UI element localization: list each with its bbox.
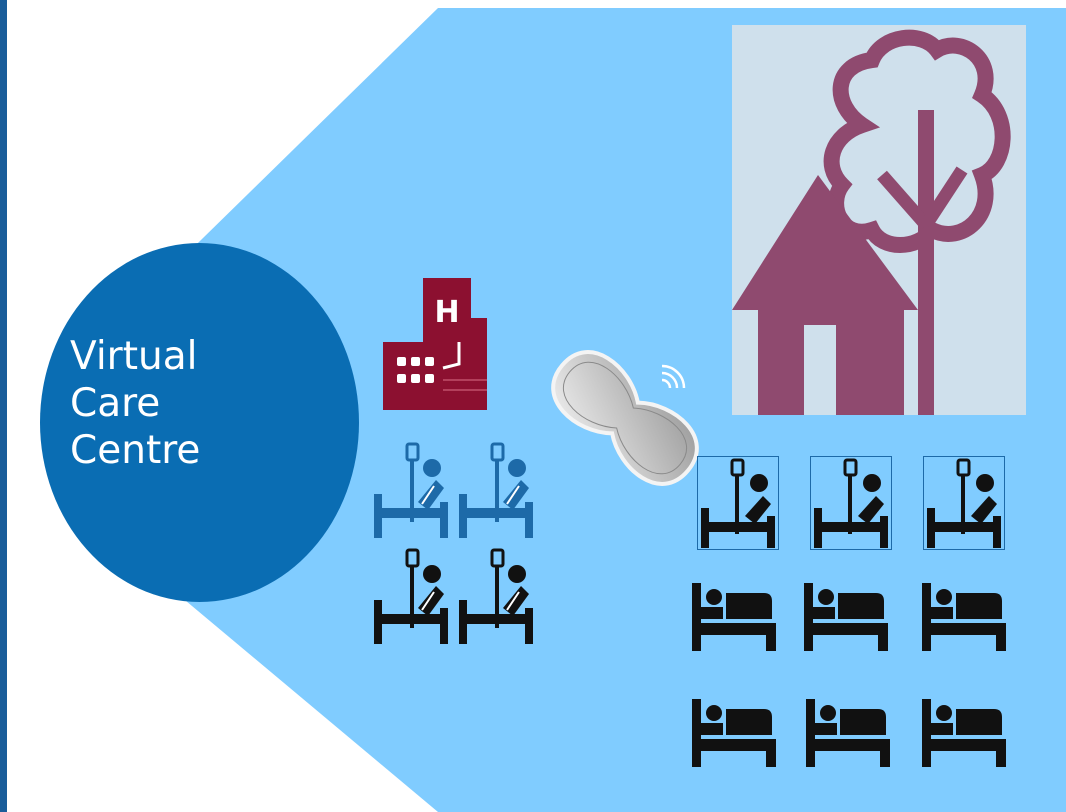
label-line-2: Care [70, 381, 161, 426]
hospital-bed-iv-black-2 [459, 548, 533, 644]
hospital-building-icon: H [383, 278, 487, 410]
home-bed-iv-2 [810, 456, 892, 550]
home-bed-plain-5 [806, 699, 890, 767]
left-accent-bar [0, 0, 7, 812]
home-bed-plain-2 [804, 583, 888, 651]
hospital-bed-iv-blue-2 [459, 442, 533, 538]
label-line-3: Centre [70, 428, 201, 473]
hospital-sign: H [434, 295, 459, 330]
virtual-care-centre-circle [40, 243, 359, 602]
label-line-1: Virtual [70, 334, 198, 379]
wearable-sensor-icon [551, 350, 699, 486]
home-bed-plain-1 [692, 583, 776, 651]
home-bed-plain-6 [922, 699, 1006, 767]
home-bed-plain-4 [692, 699, 776, 767]
home-bed-iv-1 [697, 456, 779, 550]
house-and-tree-icon [732, 29, 1011, 415]
home-bed-plain-3 [922, 583, 1006, 651]
hospital-bed-iv-black-1 [374, 548, 448, 644]
home-bed-iv-3 [923, 456, 1005, 550]
hospital-bed-iv-blue-1 [374, 442, 448, 538]
virtual-care-centre-label: Virtual Care Centre [70, 333, 200, 474]
